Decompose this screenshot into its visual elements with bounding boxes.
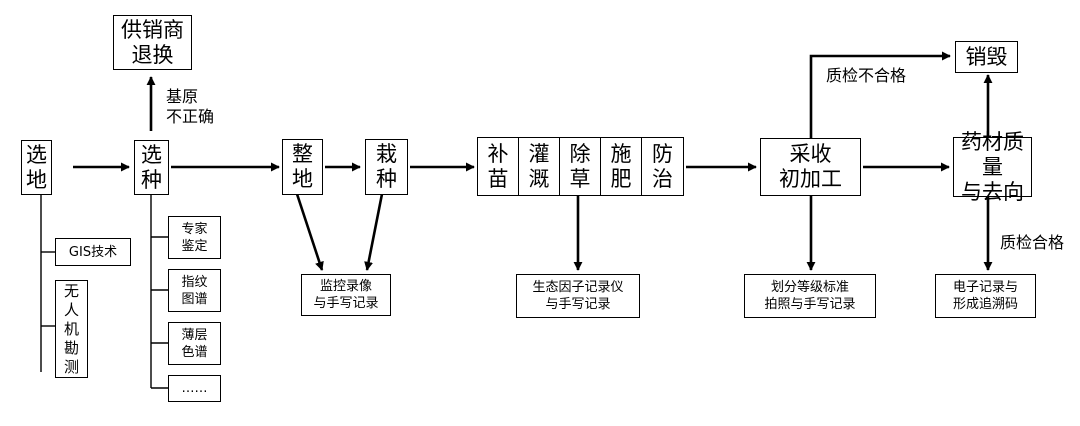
node-ellipsis: …… xyxy=(168,375,221,402)
node-destroy: 销毁 xyxy=(955,41,1018,73)
label-base-incorrect: 基原 不正确 xyxy=(166,87,215,126)
label-qc-pass: 质检合格 xyxy=(1000,233,1065,252)
cell-weed: 除 草 xyxy=(560,138,601,195)
node-quality-destination: 药材质量 与去向 xyxy=(953,130,1032,204)
node-gis: GIS技术 xyxy=(55,238,131,266)
cell-replant: 补 苗 xyxy=(478,138,519,195)
node-monitor-record: 监控录像 与手写记录 xyxy=(301,274,391,316)
cell-pest-control: 防 治 xyxy=(652,141,673,191)
node-field-operations: 补 苗 灌 溉 除 草 施 肥 防 治 xyxy=(477,137,684,196)
label-qc-fail: 质检不合格 xyxy=(826,66,907,85)
node-supplier-return: 供销商 退换 xyxy=(113,15,192,70)
node-planting: 栽 种 xyxy=(365,139,408,195)
arrow-landprep-to-monitor xyxy=(295,193,324,271)
node-select-seed: 选 种 xyxy=(134,140,169,195)
node-land-prep: 整 地 xyxy=(282,139,323,195)
arrow-planting-to-monitor xyxy=(364,193,384,271)
arrow-harvest-to-destroy xyxy=(809,51,951,138)
node-eco-recorder: 生态因子记录仪 与手写记录 xyxy=(516,274,640,318)
node-drone-survey: 无 人 机 勘 测 xyxy=(55,280,88,378)
cell-fertilize: 施 肥 xyxy=(601,138,642,195)
node-e-record: 电子记录与 形成追溯码 xyxy=(935,274,1036,318)
node-select-site: 选 地 xyxy=(21,140,52,195)
node-fingerprint: 指纹 图谱 xyxy=(168,269,221,312)
node-grading: 划分等级标准 拍照与手写记录 xyxy=(744,274,876,318)
node-harvest: 采收 初加工 xyxy=(760,138,861,196)
cell-irrigate: 灌 溉 xyxy=(519,138,560,195)
node-tlc: 薄层 色谱 xyxy=(168,322,221,365)
node-expert-id: 专家 鉴定 xyxy=(168,216,221,259)
